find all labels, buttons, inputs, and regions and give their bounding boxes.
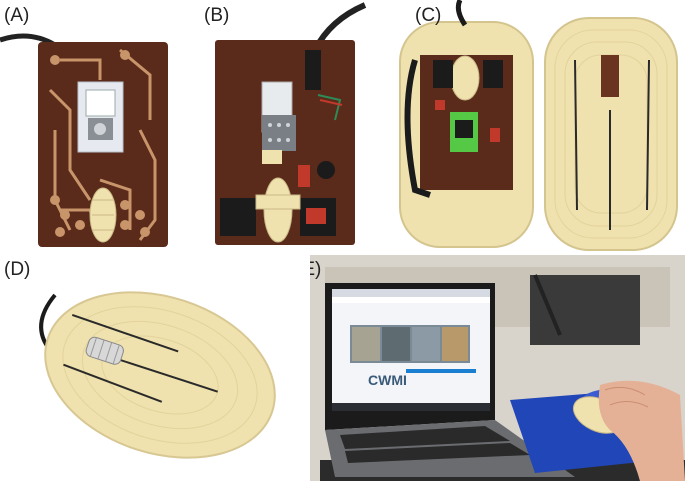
scroll-wheel [85, 336, 124, 365]
cable-connector [305, 50, 321, 90]
capacitor-red [298, 165, 310, 187]
laptop-usage-photo: CWMI [310, 255, 685, 481]
scroll-wheel [263, 177, 293, 243]
panel-label-b: (B) [204, 5, 230, 26]
panel-d: (D) [0, 255, 310, 481]
button-switch-left [220, 198, 256, 236]
scroll-slot [601, 55, 619, 97]
scroll-wheel [450, 55, 480, 101]
panel-c: (C) [395, 0, 685, 255]
panel-label-c: (C) [415, 5, 442, 26]
panel-a: (A) [0, 0, 200, 255]
panel-b: (B) [200, 0, 395, 255]
cable [404, 59, 431, 198]
screen-logo: CWMI [368, 372, 407, 388]
pcb-copper-side-photo [0, 0, 200, 255]
user-hand [598, 380, 685, 481]
capacitor-black [317, 161, 335, 179]
mouse-body [44, 291, 276, 459]
assembled-mouse-photo [0, 255, 310, 481]
mouse-shell-photo [395, 0, 685, 255]
pcb-component-side-photo [200, 0, 395, 255]
sensor-chip [262, 115, 296, 151]
panel-e: CWMI (E) [310, 255, 685, 481]
panel-label-a: (A) [4, 5, 30, 26]
panel-label-e: (E) [310, 259, 322, 280]
panel-label-d: (D) [4, 259, 31, 280]
